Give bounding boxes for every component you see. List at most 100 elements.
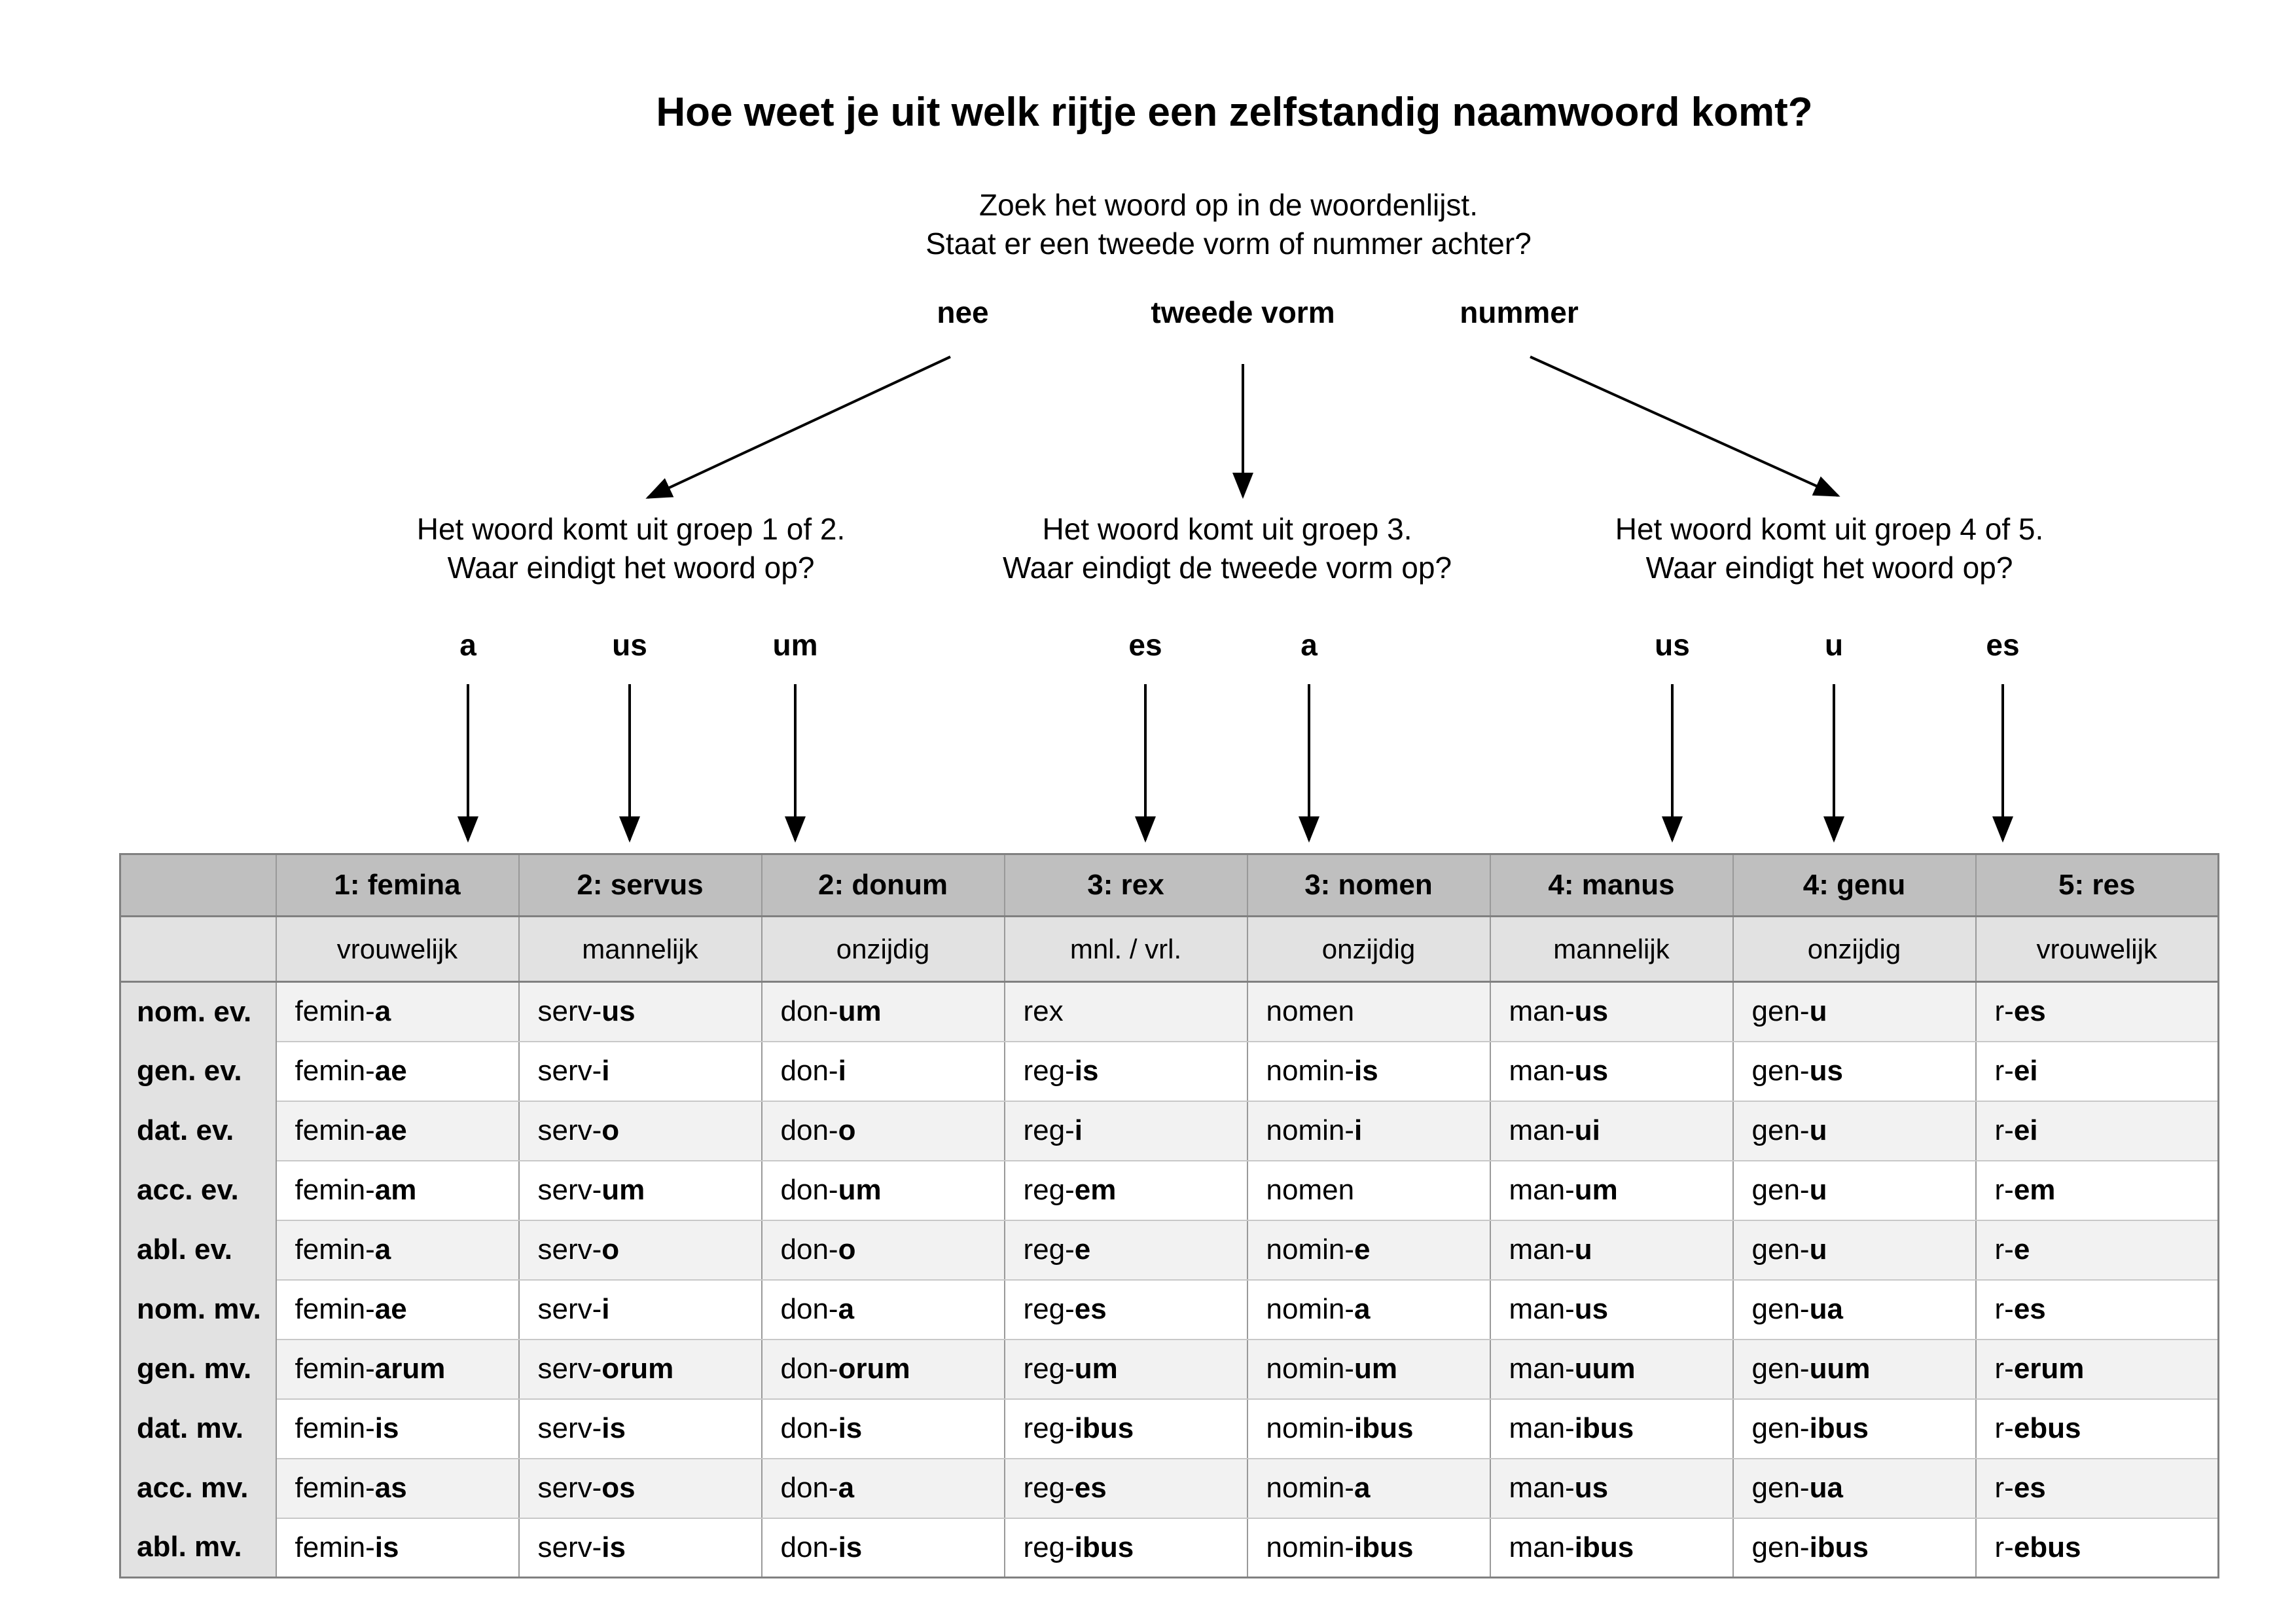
declension-ending: uum (1574, 1353, 1636, 1385)
declension-cell: reg-ibus (1003, 1398, 1248, 1459)
declension-cell: reg-es (1003, 1457, 1248, 1519)
declension-cell: gen-ua (1732, 1457, 1977, 1519)
declension-ending: a (1354, 1472, 1371, 1504)
intro-line-1: Zoek het woord op in de woordenlijst. (978, 188, 1478, 222)
declension-cell: don-o (761, 1219, 1005, 1281)
declension-cell: femin-as (275, 1457, 520, 1519)
declension-ending: ui (1574, 1114, 1600, 1146)
declension-ending: em (1074, 1174, 1117, 1206)
declension-ending: es (2013, 1472, 2046, 1504)
declension-cell: don-is (761, 1398, 1005, 1459)
declension-cell: nomin-ibus (1246, 1398, 1491, 1459)
declension-cell: femin-ae (275, 1100, 520, 1161)
column-header: 2: donum (761, 854, 1005, 917)
gender-cell: mnl. / vrl. (1003, 916, 1248, 983)
declension-ending: is (374, 1531, 399, 1563)
declension-cell: nomen (1246, 1159, 1491, 1221)
declension-ending: ibus (1809, 1531, 1869, 1563)
gender-cell: mannelijk (518, 916, 762, 983)
declension-cell: nomen (1246, 981, 1491, 1042)
column-header: 1: femina (275, 854, 520, 917)
ending-label-u-group4: u (1824, 628, 1844, 662)
declension-ending: um (1574, 1174, 1618, 1206)
declension-ending: es (1074, 1293, 1107, 1325)
declension-cell: man-us (1489, 1040, 1734, 1102)
declension-cell: r-e (1975, 1219, 2219, 1281)
declension-ending: as (374, 1472, 407, 1504)
branch-label-nummer: nummer (1460, 295, 1579, 329)
declension-ending: ebus (2013, 1531, 2081, 1563)
declension-cell: man-ibus (1489, 1517, 1734, 1578)
declension-cell: serv-um (518, 1159, 762, 1221)
declension-ending: is (838, 1531, 863, 1563)
declension-cell: nomin-a (1246, 1457, 1491, 1519)
declension-cell: r-es (1975, 981, 2219, 1042)
declension-ending: orum (838, 1353, 910, 1385)
declension-ending: e (1074, 1233, 1091, 1266)
declension-cell: reg-i (1003, 1100, 1248, 1161)
declension-cell: femin-a (275, 1219, 520, 1281)
branch-desc-group3: Het woord komt uit groep 3. Waar eindigt… (1003, 510, 1452, 587)
declension-cell: gen-u (1732, 981, 1977, 1042)
gender-cell: onzijdig (1246, 916, 1491, 983)
branch-desc-group45: Het woord komt uit groep 4 of 5. Waar ei… (1615, 510, 2044, 587)
declension-ending: um (1074, 1353, 1118, 1385)
column-header: 4: manus (1489, 854, 1734, 917)
declension-ending: is (838, 1412, 863, 1444)
gender-cell (119, 916, 277, 983)
declension-cell: femin-ae (275, 1279, 520, 1340)
column-header: 3: nomen (1246, 854, 1491, 917)
ending-label-a-group3: a (1300, 628, 1318, 662)
declension-ending: u (1574, 1233, 1592, 1266)
declension-cell: man-ui (1489, 1100, 1734, 1161)
declension-cell: serv-o (518, 1219, 762, 1281)
branch-desc-group45-line1: Het woord komt uit groep 4 of 5. (1615, 512, 2044, 546)
row-label: dat. mv. (119, 1398, 277, 1459)
ending-label-a-group1: a (459, 628, 476, 662)
declension-cell: r-es (1975, 1279, 2219, 1340)
declension-ending: ei (2013, 1055, 2038, 1087)
declension-cell: r-ebus (1975, 1398, 2219, 1459)
declension-cell: man-ibus (1489, 1398, 1734, 1459)
branch-label-tweede-vorm: tweede vorm (1151, 295, 1335, 329)
declension-cell: reg-em (1003, 1159, 1248, 1221)
page-title: Hoe weet je uit welk rijtje een zelfstan… (656, 90, 1813, 135)
declension-cell: r-ei (1975, 1100, 2219, 1161)
declension-cell: nomin-i (1246, 1100, 1491, 1161)
row-label: abl. mv. (119, 1518, 277, 1578)
declension-ending: u (1809, 1233, 1827, 1266)
column-header: 5: res (1975, 854, 2219, 917)
ending-label-us-group4: us (1655, 628, 1690, 662)
declension-cell: femin-am (275, 1159, 520, 1221)
declension-ending: a (374, 995, 391, 1028)
declension-cell: man-uum (1489, 1338, 1734, 1400)
declension-ending: ua (1809, 1293, 1843, 1325)
declension-ending: i (838, 1055, 846, 1087)
gender-cell: onzijdig (1732, 916, 1977, 983)
branch-desc-group3-line2: Waar eindigt de tweede vorm op? (1002, 551, 1452, 585)
declension-cell: don-o (761, 1100, 1005, 1161)
row-label: acc. ev. (119, 1160, 277, 1220)
declension-ending: uum (1809, 1353, 1871, 1385)
declension-ending: erum (2013, 1353, 2085, 1385)
declension-ending: ibus (1074, 1412, 1134, 1444)
declension-ending: is (601, 1531, 626, 1563)
declension-cell: r-ebus (1975, 1517, 2219, 1578)
declension-cell: gen-u (1732, 1100, 1977, 1161)
declension-cell: don-um (761, 1159, 1005, 1221)
declension-cell: don-a (761, 1279, 1005, 1340)
declension-ending: ibus (1574, 1531, 1634, 1563)
row-label: nom. ev. (119, 981, 277, 1042)
declension-cell: r-ei (1975, 1040, 2219, 1102)
branch-desc-group12-line1: Het woord komt uit groep 1 of 2. (416, 512, 846, 546)
declension-ending: es (1074, 1472, 1107, 1504)
declension-cell: gen-ibus (1732, 1517, 1977, 1578)
declension-ending: um (601, 1174, 645, 1206)
declension-ending: a (374, 1233, 391, 1266)
branch-desc-group45-line2: Waar eindigt het woord op? (1645, 551, 2013, 585)
arrow-nummer-to-group45 (1530, 356, 1840, 497)
declension-ending: o (838, 1114, 856, 1146)
